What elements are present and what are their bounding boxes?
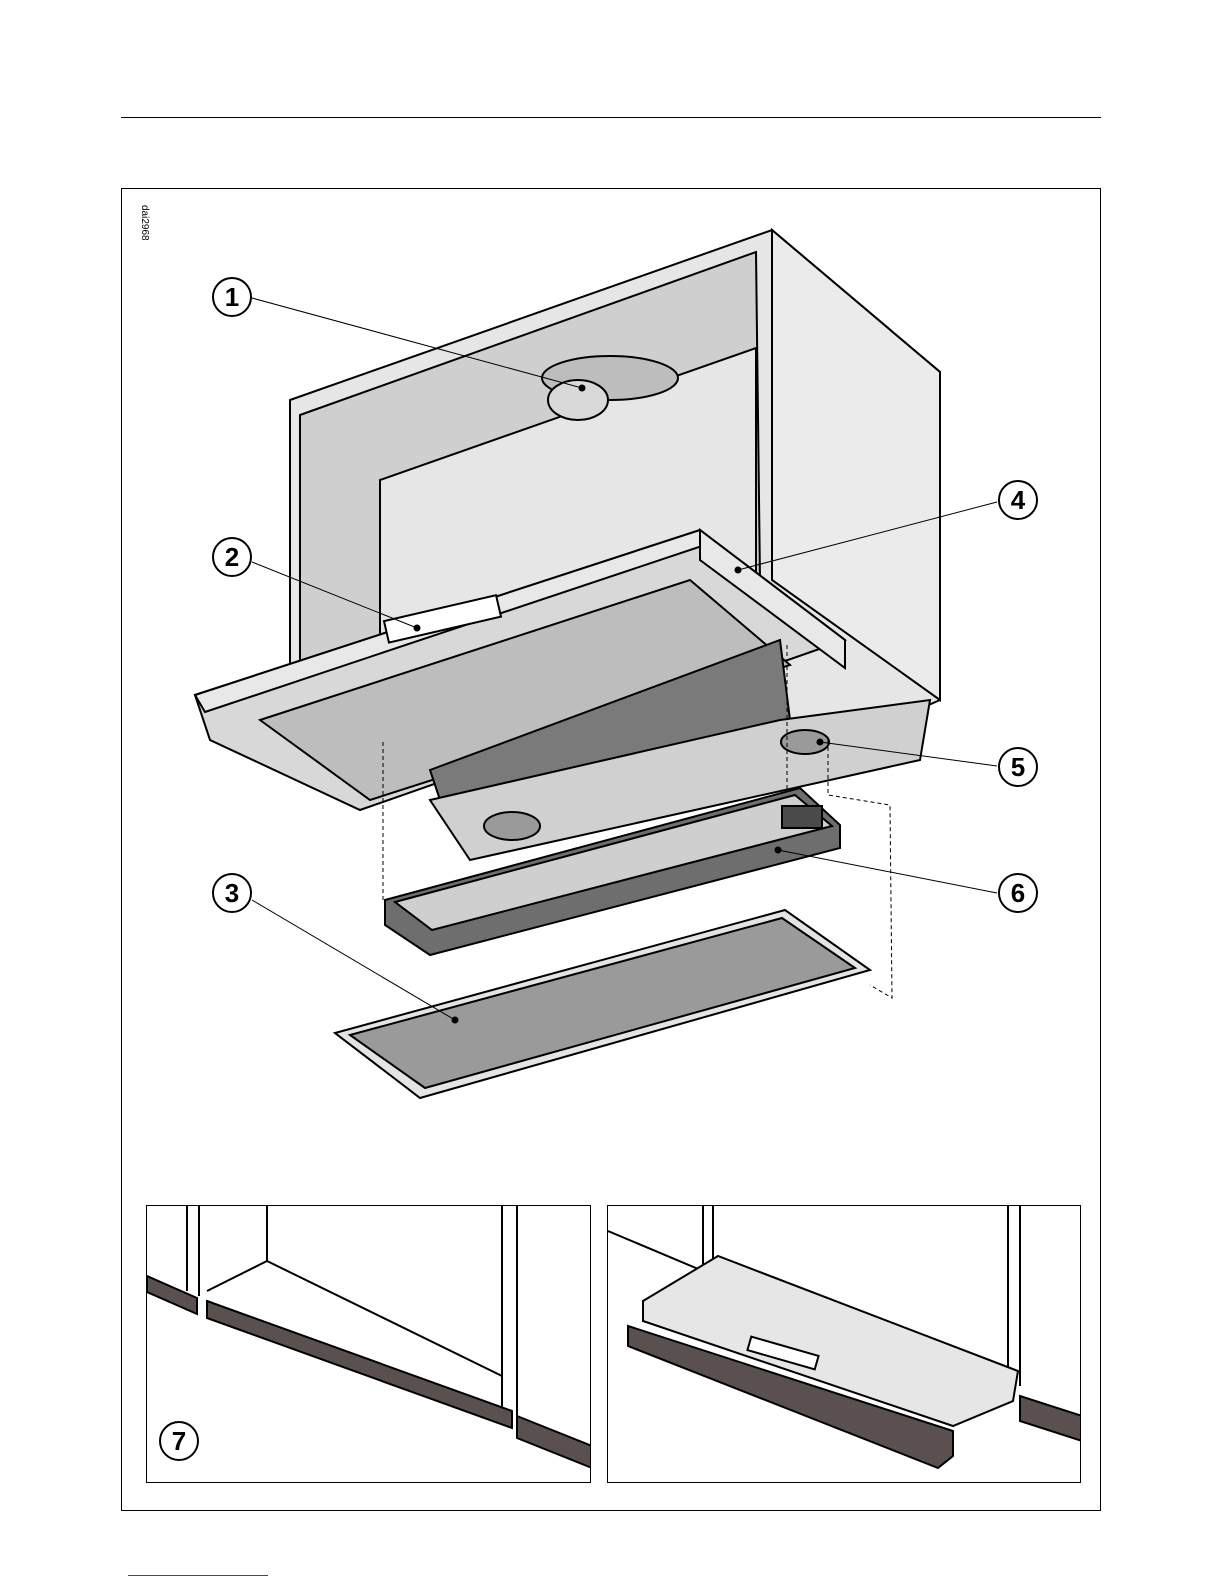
callout-2: 2 [212,537,252,577]
hood-closed-illustration [147,1206,591,1483]
inset-hood-closed: 7 [146,1205,591,1483]
callout-7: 7 [159,1421,199,1461]
callout-6: 6 [998,873,1038,913]
inset-hood-extended [607,1205,1081,1483]
footer-link-underline [128,1575,268,1576]
hood-extended-illustration [608,1206,1081,1483]
callout-4: 4 [998,480,1038,520]
callout-5: 5 [998,747,1038,787]
callout-3: 3 [212,873,252,913]
callout-1: 1 [212,277,252,317]
